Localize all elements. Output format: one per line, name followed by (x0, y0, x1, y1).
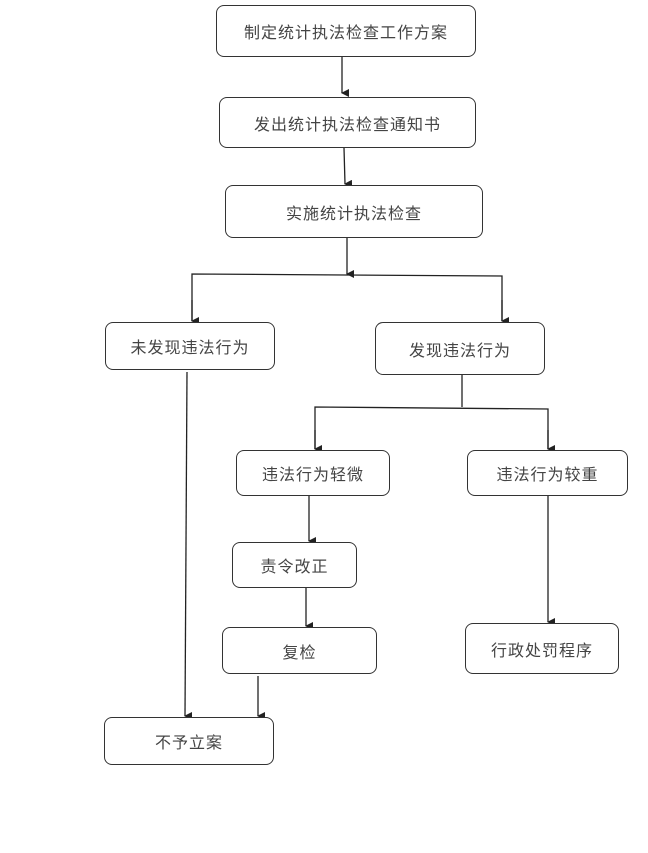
node-violation: 发现违法行为 (375, 322, 545, 375)
node-label: 未发现违法行为 (130, 338, 250, 357)
split-line-violation (314, 406, 549, 449)
node-label: 发现违法行为 (408, 340, 511, 360)
node-inspect: 实施统计执法检查 (225, 185, 483, 238)
node-label: 复检 (282, 642, 317, 662)
node-label: 制定统计执法检查工作方案 (243, 23, 448, 42)
node-no-violation: 未发现违法行为 (105, 322, 275, 370)
split-line-top (191, 273, 503, 321)
arrow-notice-inspect (343, 147, 353, 188)
node-notice: 发出统计执法检查通知书 (219, 97, 476, 148)
arrow-noviolation-nocase (184, 371, 193, 721)
node-label: 违法行为轻微 (261, 465, 364, 484)
node-label: 行政处罚程序 (490, 640, 593, 660)
node-no-case: 不予立案 (104, 717, 274, 765)
node-recheck: 复检 (222, 627, 377, 674)
node-minor: 违法行为轻微 (236, 450, 390, 496)
node-label: 发出统计执法检查通知书 (253, 114, 441, 134)
node-penalty: 行政处罚程序 (465, 623, 619, 674)
node-correct: 责令改正 (232, 542, 357, 588)
node-label: 不予立案 (154, 733, 223, 752)
node-plan: 制定统计执法检查工作方案 (216, 5, 476, 57)
node-label: 实施统计执法检查 (285, 203, 422, 223)
node-label: 违法行为较重 (496, 465, 599, 484)
node-label: 责令改正 (260, 557, 329, 576)
node-serious: 违法行为较重 (467, 450, 628, 496)
